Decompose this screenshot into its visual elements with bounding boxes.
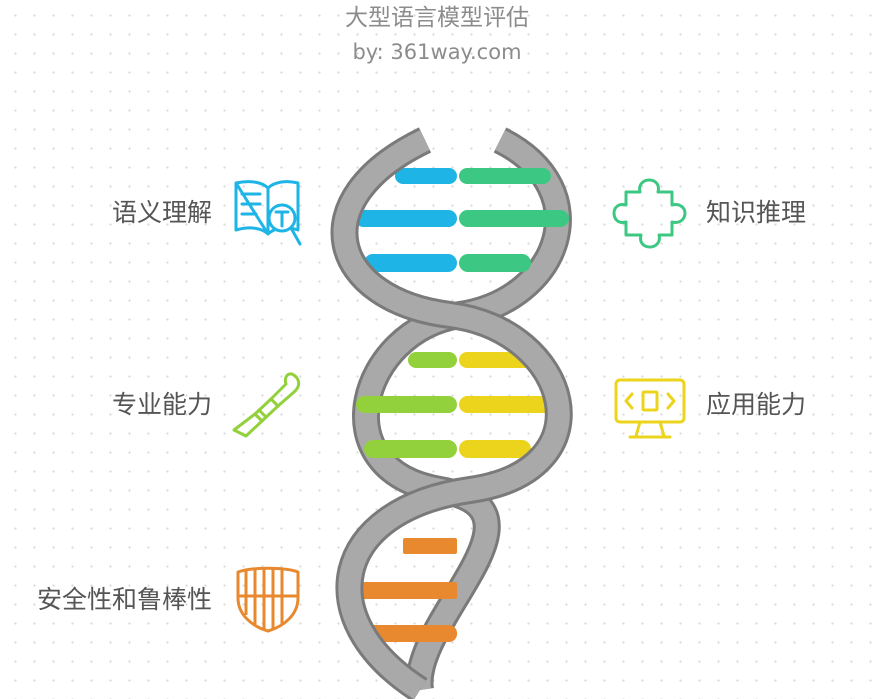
page-subtitle: by: 361way.com: [352, 40, 522, 64]
label-professional-ability: 专业能力: [111, 390, 212, 419]
rung-green-3: [459, 254, 531, 272]
rung-orange-1: [403, 538, 457, 554]
rung-green-2: [459, 210, 569, 227]
book-search-icon: [234, 180, 302, 246]
rung-blue-2: [355, 210, 457, 227]
rung-lime-1: [408, 352, 457, 368]
rung-yellow-3: [459, 440, 531, 458]
label-safety-robustness: 安全性和鲁棒性: [36, 585, 212, 614]
rung-lime-2: [356, 396, 457, 413]
tool-icon: [232, 372, 301, 438]
rung-lime-3: [364, 440, 457, 458]
monitor-code-icon: [614, 378, 686, 439]
shield-icon: [236, 566, 300, 633]
page-title: 大型语言模型评估: [345, 5, 529, 31]
rung-blue-1: [395, 168, 457, 184]
dna-strand-front-fill: [333, 130, 570, 699]
rung-green-1: [459, 168, 551, 184]
puzzle-piece-icon: [612, 178, 687, 249]
rung-orange-3: [364, 625, 457, 642]
rung-orange-2: [357, 582, 457, 599]
label-application-ability: 应用能力: [706, 390, 807, 419]
label-knowledge-reasoning: 知识推理: [706, 198, 807, 227]
rung-yellow-2: [459, 396, 569, 413]
rung-blue-3: [364, 254, 457, 272]
label-semantic-understanding: 语义理解: [111, 198, 212, 227]
